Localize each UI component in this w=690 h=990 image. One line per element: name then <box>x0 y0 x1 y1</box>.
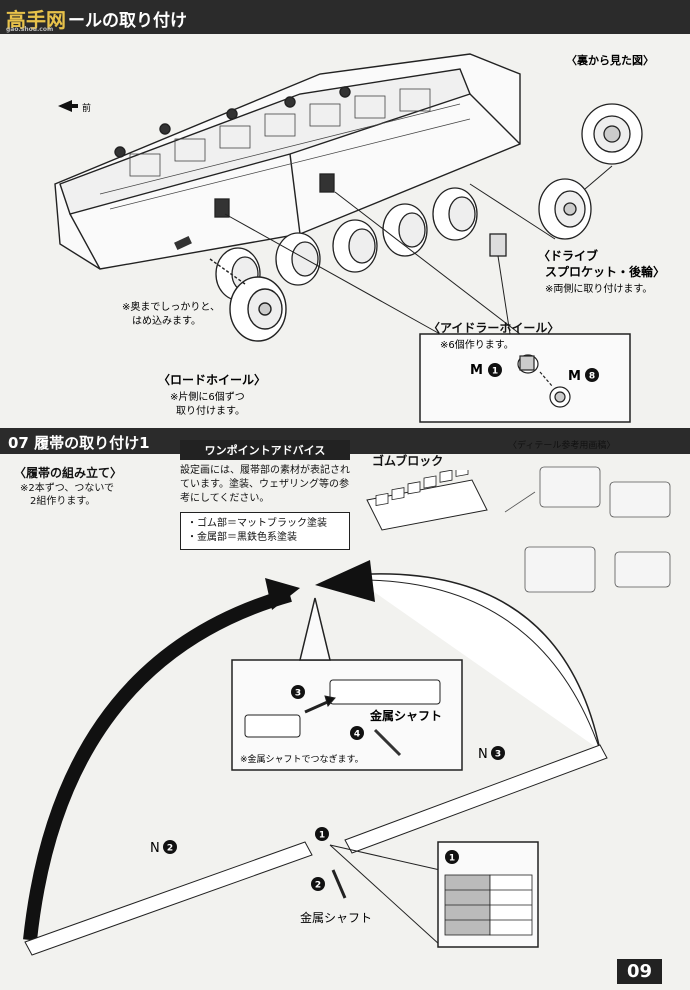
metal-shaft-note: ※金属シャフトでつなぎます。 <box>240 753 364 765</box>
idler-title: 〈アイドラーホイール〉 <box>428 320 559 335</box>
metal-shaft-bottom-label: 金属シャフト <box>300 910 372 925</box>
join-step-1: 1 <box>319 831 325 841</box>
track-n3-num: 3 <box>495 750 501 760</box>
front-label: 前 <box>82 102 91 114</box>
advice-text: 設定画には、履帯部の素材が表記されています。塗装、ウェザリング等の参考にしてくだ… <box>180 465 350 504</box>
part-m8-circle <box>585 368 599 382</box>
drive-sprocket-part <box>538 178 592 240</box>
link-detail-drawing <box>444 874 533 936</box>
curved-arrow-right <box>349 573 601 751</box>
road-wheel-part <box>209 258 287 342</box>
road-wheel-note-1: ※片側に6個ずつ <box>170 390 245 403</box>
rubber-block-drawing <box>366 470 488 531</box>
advice-items: ・ゴム部＝マットブラック塗装 ・金属部＝黒鉄色系塗装 <box>180 512 350 550</box>
track-assembly-title: 〈履帯の組み立て〉 <box>14 466 123 480</box>
idler-note: ※6個作ります。 <box>440 338 514 351</box>
part-label-m8: M <box>568 369 581 384</box>
join-step-2: 2 <box>315 881 321 891</box>
section-title-wheels: ールの取り付け <box>68 11 187 31</box>
idler-parts <box>517 354 571 408</box>
wheel-assembly-diagram: 前 〈裏から見た図〉 〈ドライブ <box>54 53 665 423</box>
part-m1-circle <box>488 363 502 377</box>
track-n2-num: 2 <box>167 844 173 854</box>
tank-hull-drawing <box>54 53 521 270</box>
site-logo-sub: gao.shou.com <box>6 26 54 33</box>
road-wheel-note-2: 取り付けます。 <box>176 404 245 417</box>
press-note-2: はめ込みます。 <box>132 315 201 327</box>
metal-shaft-inset-label: 金属シャフト <box>369 708 442 723</box>
rubber-block-label: ゴムブロック <box>372 454 444 468</box>
road-wheel-title: 〈ロードホイール〉 <box>158 372 266 387</box>
advice-panel: ワンポイントアドバイス 設定画には、履帯部の素材が表記されています。塗装、ウェザ… <box>180 440 350 550</box>
inset-step-4: 4 <box>354 730 360 740</box>
advice-item-metal: ・金属部＝黒鉄色系塗装 <box>187 532 297 543</box>
section-title-track: 07 履帯の取り付け1 <box>8 434 150 452</box>
track-note-1: ※2本ずつ、つないで <box>20 483 115 494</box>
drive-sprocket-title-1: 〈ドライブ <box>538 248 598 263</box>
drive-sprocket-note: ※両側に取り付けます。 <box>545 282 652 295</box>
track-assembly-diagram: 3 4 金属シャフト ※金属シャフトでつなぎます。 N 3 N 2 1 2 金属… <box>23 560 608 956</box>
rear-view-sprocket <box>581 103 643 165</box>
inset-step-3: 3 <box>295 689 301 699</box>
front-arrow-icon <box>58 100 78 112</box>
section-header-wheels: 高手网 gao.shou.com ールの取り付け <box>0 0 690 34</box>
track-n3-letter: N <box>478 747 488 762</box>
advice-title: ワンポイントアドバイス <box>180 440 350 460</box>
drive-sprocket-title-2: スプロケット・後輪〉 <box>545 264 665 279</box>
detail-ref-sketches <box>504 466 671 593</box>
press-note-1: ※奥までしっかりと、 <box>122 300 220 313</box>
track-strips <box>24 744 608 956</box>
curved-arrow-left <box>23 588 292 941</box>
detail-step-1: 1 <box>449 854 455 864</box>
part-label-m1: M <box>470 363 483 378</box>
part-m8-num: 8 <box>589 372 595 382</box>
track-note-2: 2組作ります。 <box>30 496 96 507</box>
arrow-head-right <box>315 560 375 602</box>
site-logo: 高手网 <box>6 8 66 32</box>
detail-ref-title: 〈ディテール参考用画稿〉 <box>508 441 616 451</box>
part-m1-num: 1 <box>492 367 498 377</box>
track-n2-letter: N <box>150 841 160 856</box>
rear-view-title: 〈裏から見た図〉 <box>566 53 654 67</box>
axle-stub-icon <box>174 235 192 251</box>
page-number: 09 <box>616 959 662 984</box>
advice-item-rubber: ・ゴム部＝マットブラック塗装 <box>187 518 327 529</box>
